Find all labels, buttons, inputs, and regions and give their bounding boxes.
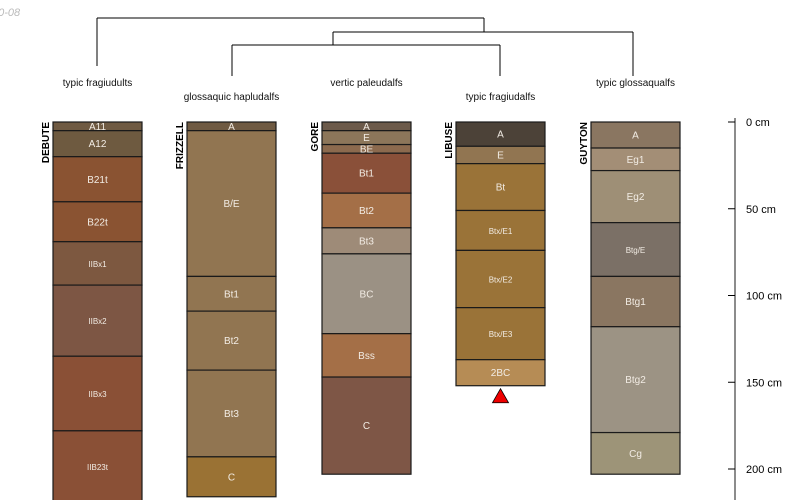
depth-tick-label: 100 cm (746, 291, 782, 303)
horizon-bt3 (186, 369, 277, 458)
horizon-label: A11 (89, 122, 106, 133)
horizon-c (321, 376, 412, 475)
depth-tick-label: 150 cm (746, 377, 782, 389)
depth-tick-label: 50 cm (746, 204, 776, 216)
horizon-label: Btg1 (625, 297, 646, 308)
horizon-label: Eg2 (627, 192, 645, 203)
horizon-label: Bt1 (224, 289, 239, 300)
taxon-label: typic fragiudults (63, 78, 132, 89)
horizon-iibx3 (52, 355, 143, 432)
horizon-b21t (52, 156, 143, 203)
horizon-label: Cg (629, 449, 642, 460)
horizon-bt2 (186, 310, 277, 371)
horizon-label: C (363, 421, 370, 432)
horizon-label: IIBx3 (88, 390, 107, 399)
horizon-label: Bss (358, 351, 375, 362)
horizon-label: C (228, 472, 235, 483)
horizon-bt2 (321, 192, 412, 229)
horizon-btg/e (590, 222, 681, 278)
profile-id-label: GORE (310, 122, 321, 152)
depth-tick-label: 200 cm (746, 464, 782, 476)
horizon-label: Bt2 (359, 206, 374, 217)
horizon-label: BE (360, 144, 374, 155)
horizon-a (455, 121, 546, 147)
horizon-bt1 (321, 152, 412, 194)
horizon-label: 2BC (491, 368, 510, 379)
profile-id-label: LIBUSE (444, 122, 455, 159)
horizon-iibx1 (52, 241, 143, 286)
horizon-label: IIBx2 (88, 317, 107, 326)
horizon-label: Bt1 (359, 169, 374, 180)
horizon-label: Btx/E2 (489, 276, 513, 285)
horizon-label: A (228, 122, 235, 133)
horizon-bt3 (321, 227, 412, 255)
horizon-label: A (632, 131, 639, 142)
horizon-label: E (363, 133, 370, 144)
horizon-label: BC (360, 289, 374, 300)
horizon-a12 (52, 130, 143, 158)
horizon-label: Bt3 (359, 236, 374, 247)
date-stamp: 10-08 (0, 7, 21, 19)
horizon-c (186, 456, 277, 498)
horizon-label: E (497, 150, 504, 161)
horizon-b/e (186, 130, 277, 278)
horizon-btx/e3 (455, 307, 546, 361)
profile-id-label: GUYTON (579, 122, 590, 165)
horizon-bc (321, 253, 412, 335)
taxon-label: typic fragiudalfs (466, 92, 535, 103)
horizon-label: A (497, 130, 504, 141)
taxon-label: vertic paleudalfs (330, 78, 402, 89)
horizon-label: Bt (496, 183, 506, 194)
horizon-label: Btg2 (625, 375, 646, 386)
horizon-label: Bt2 (224, 336, 239, 347)
horizon-label: Btx/E1 (489, 227, 513, 236)
horizon-b22t (52, 201, 143, 243)
taxon-label: glossaquic hapludalfs (184, 92, 280, 103)
horizon-label: Eg1 (627, 155, 645, 166)
horizon-label: A (363, 122, 370, 133)
horizon-label: Btx/E3 (489, 330, 513, 339)
horizon-btg2 (590, 326, 681, 434)
horizon-label: B22t (87, 217, 108, 228)
profile-id-label: DEBUTE (41, 122, 52, 163)
depth-axis: 0 cm 50 cm 100 cm 150 cm 200 cm (728, 117, 782, 500)
horizon-label: A12 (89, 139, 107, 150)
horizon-label: B21t (87, 175, 108, 186)
horizon-label: B/E (223, 199, 239, 210)
horizon-label: Btg/E (626, 246, 646, 255)
horizon-label: Bt3 (224, 409, 239, 420)
horizon-2bc (455, 359, 546, 387)
horizon-iib23t (52, 430, 143, 500)
horizon-bt1 (186, 275, 277, 312)
bottom-marker-triangle-icon (491, 387, 510, 404)
horizon-label: IIBx1 (88, 260, 107, 269)
horizon-eg2 (590, 169, 681, 224)
horizon-cg (590, 431, 681, 475)
horizon-iibx2 (52, 284, 143, 357)
horizon-label: IIB23t (87, 463, 109, 472)
taxon-label: typic glossaqualfs (596, 78, 675, 89)
depth-tick-label: 0 cm (746, 117, 770, 129)
profile-id-label: FRIZZELL (175, 122, 186, 169)
